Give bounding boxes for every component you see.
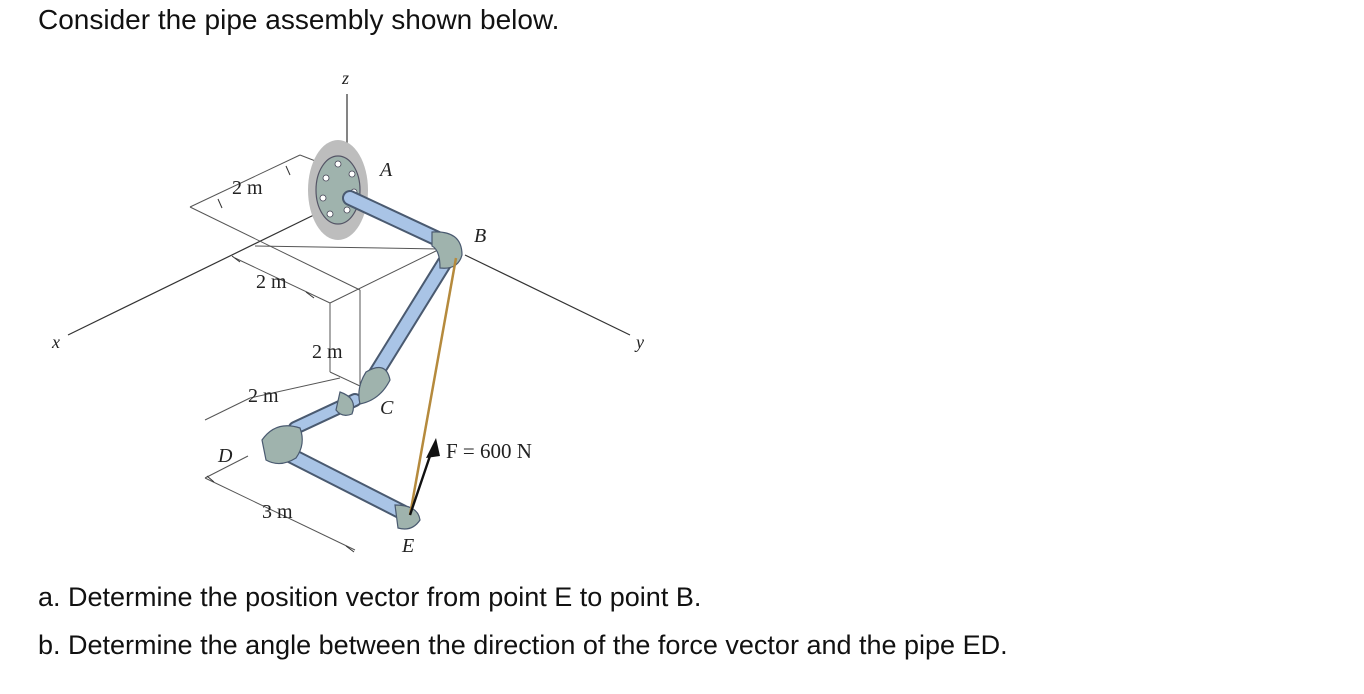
question-a: a. Determine the position vector from po… — [38, 582, 702, 612]
y-axis — [464, 254, 631, 336]
pipe-fittings — [261, 231, 463, 530]
force-label: F = 600 N — [446, 439, 532, 463]
point-A-label: A — [378, 159, 393, 181]
point-E-label: E — [401, 535, 414, 557]
dimension-label-top-2m: 2 m — [232, 177, 263, 199]
dimension-label-mid-2m: 2 m — [256, 271, 287, 293]
point-D-label: D — [217, 445, 233, 467]
problem-prompt: Consider the pipe assembly shown below. — [38, 4, 560, 35]
dimension-label-vertical-2m: 2 m — [312, 341, 343, 363]
question-b: b. Determine the angle between the direc… — [38, 630, 1008, 660]
point-B-label: B — [474, 225, 486, 247]
dimension-label-lower-2m: 2 m — [248, 385, 279, 407]
y-axis-label: y — [634, 332, 644, 352]
force-arrow — [408, 438, 440, 516]
point-C-label: C — [380, 397, 394, 419]
z-axis-label: z — [341, 68, 349, 88]
pipe-segments — [282, 190, 453, 520]
x-axis — [67, 211, 321, 336]
cable-EB — [408, 257, 458, 516]
construction-lines — [189, 154, 441, 551]
dimension-ticks — [206, 165, 355, 553]
dimension-label-bottom-3m: 3 m — [262, 501, 293, 523]
x-axis-label: x — [51, 332, 60, 352]
